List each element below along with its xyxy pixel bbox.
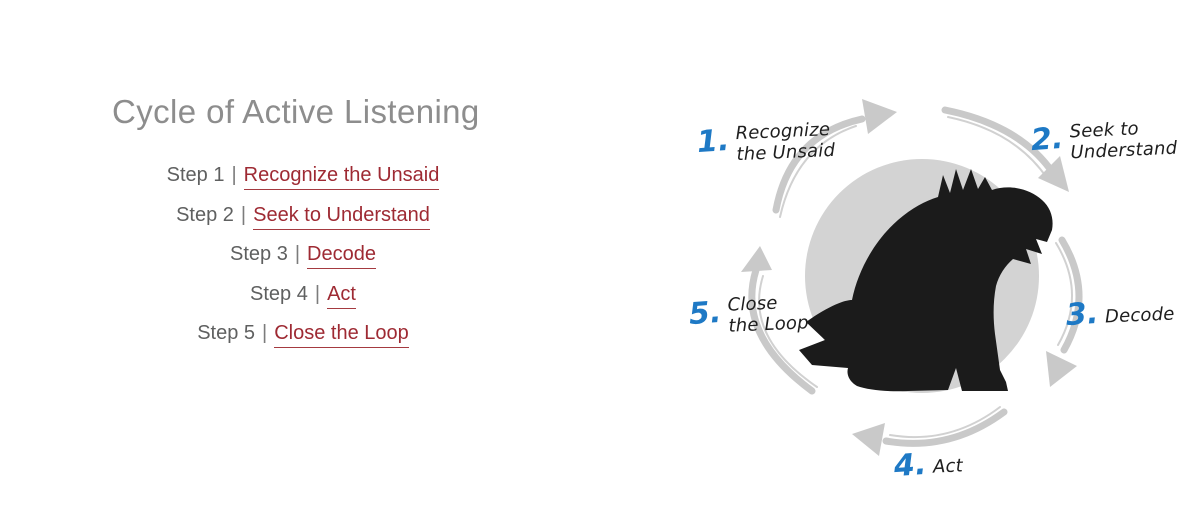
step-row-5: Step 5 | Close the Loop (113, 314, 493, 354)
step-row-1: Step 1 | Recognize the Unsaid (113, 156, 493, 196)
label-number: 3. (1064, 295, 1100, 334)
step-separator: | (314, 282, 321, 305)
label-text: Seek to Understand (1069, 118, 1178, 164)
step-separator: | (240, 203, 247, 226)
step-separator: | (231, 164, 237, 186)
scottie-dog-silhouette (799, 169, 1053, 392)
label-text: Act (932, 454, 964, 478)
cycle-arrow-2 (941, 106, 1069, 192)
cycle-label-1: 1. Recognize the Unsaid (695, 119, 836, 166)
label-number: 4. (892, 446, 928, 485)
cycle-label-5: 5. Close the Loop (687, 292, 810, 337)
label-number: 5. (687, 294, 723, 333)
step-link-close-the-loop[interactable]: Close the Loop (274, 322, 409, 348)
cycle-label-2: 2. Seek to Understand (1029, 118, 1178, 164)
cycle-arrow-5 (741, 246, 818, 395)
cycle-diagram-graphic (741, 99, 1083, 456)
step-row-4: Step 4 | Act (113, 275, 493, 315)
arrowhead-icon (1046, 351, 1077, 387)
step-link-seek-to-understand[interactable]: Seek to Understand (253, 203, 430, 230)
step-separator: | (294, 243, 301, 265)
arrowhead-icon (1038, 156, 1069, 192)
label-text: Recognize the Unsaid (735, 119, 836, 166)
step-prefix: Step 1 (166, 164, 225, 186)
arrowhead-icon (852, 423, 885, 456)
arrowhead-icon (741, 246, 772, 272)
step-prefix: Step 2 (176, 203, 234, 226)
cycle-arrow-1 (772, 99, 897, 218)
step-prefix: Step 4 (250, 282, 308, 305)
cycle-label-3: 3. Decode (1064, 295, 1176, 334)
step-link-decode[interactable]: Decode (307, 243, 376, 269)
step-separator: | (262, 322, 268, 344)
cycle-arrow-4 (852, 406, 1008, 456)
step-prefix: Step 3 (230, 243, 288, 265)
cycle-diagram: 1. Recognize the Unsaid 2. Seek to Under… (675, 88, 1200, 500)
step-prefix: Step 5 (197, 322, 256, 344)
label-text: Close the Loop (727, 292, 810, 337)
step-link-recognize-the-unsaid[interactable]: Recognize the Unsaid (243, 164, 440, 190)
step-row-2: Step 2 | Seek to Understand (113, 196, 493, 236)
step-row-3: Step 3 | Decode (113, 235, 493, 275)
steps-list: Step 1 | Recognize the Unsaid Step 2 | Seek … (113, 156, 493, 354)
arrowhead-icon (862, 99, 897, 134)
label-number: 2. (1029, 120, 1065, 159)
page-title: Cycle of Active Listening (112, 93, 480, 131)
cycle-label-4: 4. Act (892, 446, 964, 485)
step-link-act[interactable]: Act (327, 282, 356, 309)
label-number: 1. (695, 122, 731, 161)
label-text: Decode (1104, 302, 1176, 328)
cycle-arrow-3 (1046, 236, 1083, 387)
